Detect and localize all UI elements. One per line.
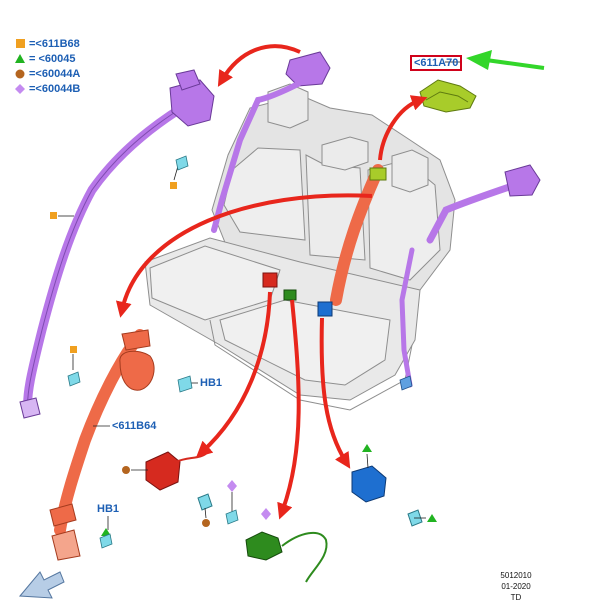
- arrow-to-red-buckle: [196, 291, 272, 458]
- rear-seat-assembly: [144, 83, 456, 411]
- arrow-to-orange-belt: [115, 193, 373, 318]
- right-headrest: [391, 149, 429, 193]
- red-buckle-bolt: [197, 493, 213, 511]
- bolt-symbol-60045: [427, 514, 437, 522]
- legend-text: =<60044A: [29, 67, 81, 80]
- triangle-icon: [14, 53, 26, 65]
- headrest-part-label: <611A70: [410, 55, 463, 71]
- fastener-legend: =<611B68 = <60045 =<60044A =<60044B: [14, 36, 80, 96]
- right-orange-top-guide: [121, 329, 151, 351]
- drawing-date: 01-2020: [501, 582, 531, 591]
- red-callout-arrows: [115, 44, 428, 520]
- legend-row-60045: = <60045: [14, 51, 80, 66]
- view-direction-arrow-icon: [18, 571, 65, 599]
- green-pointer-arrowhead: [466, 50, 492, 70]
- drawing-initials: TD: [510, 593, 522, 602]
- bolt-symbol-60045: [362, 444, 372, 452]
- top-retractor-center: [285, 51, 331, 87]
- left-belt-webbing-edge: [27, 99, 196, 411]
- left-upper-guide: [175, 69, 201, 91]
- right-orange-retractor: [119, 350, 155, 391]
- legend-row-60044a: =<60044A: [14, 66, 80, 81]
- diamond-icon: [14, 83, 26, 95]
- hb1-label-lower: HB1: [97, 503, 120, 515]
- arrow-to-blue-buckle: [319, 317, 351, 469]
- right-orange-lower-anchor: [49, 503, 77, 527]
- center-orange-webbing: [330, 164, 384, 306]
- drawing-code: 5012010: [500, 571, 532, 580]
- legend-text: = <60045: [29, 52, 76, 65]
- red-buckle-assembly: [145, 451, 213, 511]
- legend-text: =<611B68: [29, 37, 80, 50]
- left-seat-belt-assembly: [19, 51, 331, 419]
- fastener-symbols: [50, 61, 460, 549]
- bolt-symbol-60044b: [227, 480, 237, 492]
- bolt-symbol-60045: [101, 528, 111, 536]
- seat-back-left-cushion: [223, 147, 306, 241]
- right-belt-lower: [399, 247, 415, 388]
- bolt-symbol-611b68: [170, 182, 177, 189]
- square-icon: [14, 38, 26, 50]
- seat-cushion-right: [219, 299, 391, 386]
- legend-row-60044b: =<60044B: [14, 81, 80, 96]
- arrow-to-top-left-retractor: [217, 44, 301, 87]
- green-pointer-arrow: [485, 58, 545, 70]
- circle-icon: [14, 68, 26, 80]
- left-belt-lower-anchor: [19, 397, 41, 419]
- legend-row-611b68: =<611B68: [14, 36, 80, 51]
- drawing-footer: 5012010 01-2020 TD: [494, 570, 538, 603]
- right-orange-bottom-bracket: [51, 529, 81, 561]
- bolt-symbol-611b68: [50, 212, 57, 219]
- bolt-symbol-611b68: [70, 346, 77, 353]
- blue-buckle-assembly: [351, 465, 423, 527]
- bolt-symbol-60044a: [202, 519, 210, 527]
- headrest-component: [419, 79, 477, 113]
- arrow-to-green-buckle: [277, 299, 301, 520]
- center-armrest-top: [321, 136, 369, 171]
- bolt-symbol-60044b: [261, 508, 271, 520]
- top-center-belt: [211, 81, 301, 233]
- legend-text: =<60044B: [29, 82, 81, 95]
- arrow-to-headrest: [378, 95, 428, 161]
- right-seat-belt-assembly: [49, 164, 541, 561]
- green-buckle-assembly: [245, 531, 328, 583]
- hb1-label-upper: HB1: [200, 377, 223, 389]
- right-retractor: [504, 164, 541, 197]
- bolt-symbol-60044a: [122, 466, 130, 474]
- seat-mounted-small-parts: [262, 167, 387, 317]
- orange-belt-part-label: <611B64: [112, 420, 157, 432]
- left-retractor: [169, 79, 215, 127]
